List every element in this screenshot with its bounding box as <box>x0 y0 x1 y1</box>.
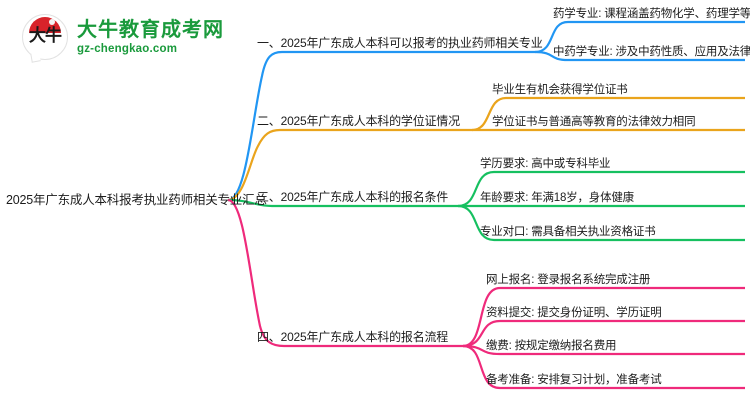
mindmap-branch-1[interactable]: 一、2025年广东成人本科可以报考的执业药师相关专业 <box>257 36 543 50</box>
logo-badge-icon: 大牛 <box>22 14 68 63</box>
mindmap-leaf-3-3[interactable]: 专业对口: 需具备相关执业资格证书 <box>480 226 656 238</box>
mindmap-branch-2[interactable]: 二、2025年广东成人本科的学位证情况 <box>257 114 460 128</box>
logo-title: 大牛教育成考网 <box>77 18 224 41</box>
mindmap-leaf-4-3[interactable]: 缴费: 按规定缴纳报名费用 <box>486 340 617 352</box>
logo-badge-text: 大牛 <box>29 26 62 45</box>
mindmap-leaf-2-1[interactable]: 毕业生有机会获得学位证书 <box>492 84 628 96</box>
mindmap-leaf-2-2[interactable]: 学位证书与普通高等教育的法律效力相同 <box>492 116 696 128</box>
mindmap-leaf-1-1[interactable]: 药学专业: 课程涵盖药物化学、药理学等 <box>553 8 750 20</box>
logo-arc-highlight <box>49 19 55 25</box>
logo-wordmark: 大牛教育成考网 gz-chengkao.com <box>77 19 224 56</box>
mindmap-leaf-3-1[interactable]: 学历要求: 高中或专科毕业 <box>480 158 611 170</box>
mindmap-branch-3[interactable]: 三、2025年广东成人本科的报名条件 <box>257 190 449 204</box>
mindmap-leaf-4-2[interactable]: 资料提交: 提交身份证明、学历证明 <box>486 307 662 319</box>
site-logo[interactable]: 大牛 大牛教育成考网 gz-chengkao.com <box>22 14 224 63</box>
mindmap-branch-4[interactable]: 四、2025年广东成人本科的报名流程 <box>257 330 449 344</box>
mindmap-leaf-3-2[interactable]: 年龄要求: 年满18岁，身体健康 <box>480 192 634 204</box>
logo-domain: gz-chengkao.com <box>77 42 178 55</box>
mindmap-leaf-4-4[interactable]: 备考准备: 安排复习计划，准备考试 <box>486 374 662 386</box>
logo-bubble-tail <box>30 52 41 63</box>
mindmap-leaf-4-1[interactable]: 网上报名: 登录报名系统完成注册 <box>486 274 651 286</box>
mindmap-leaf-1-2[interactable]: 中药学专业: 涉及中药性质、应用及法律法规 <box>553 46 750 58</box>
mindmap-root-node[interactable]: 2025年广东成人本科报考执业药师相关专业汇总 <box>6 193 267 207</box>
